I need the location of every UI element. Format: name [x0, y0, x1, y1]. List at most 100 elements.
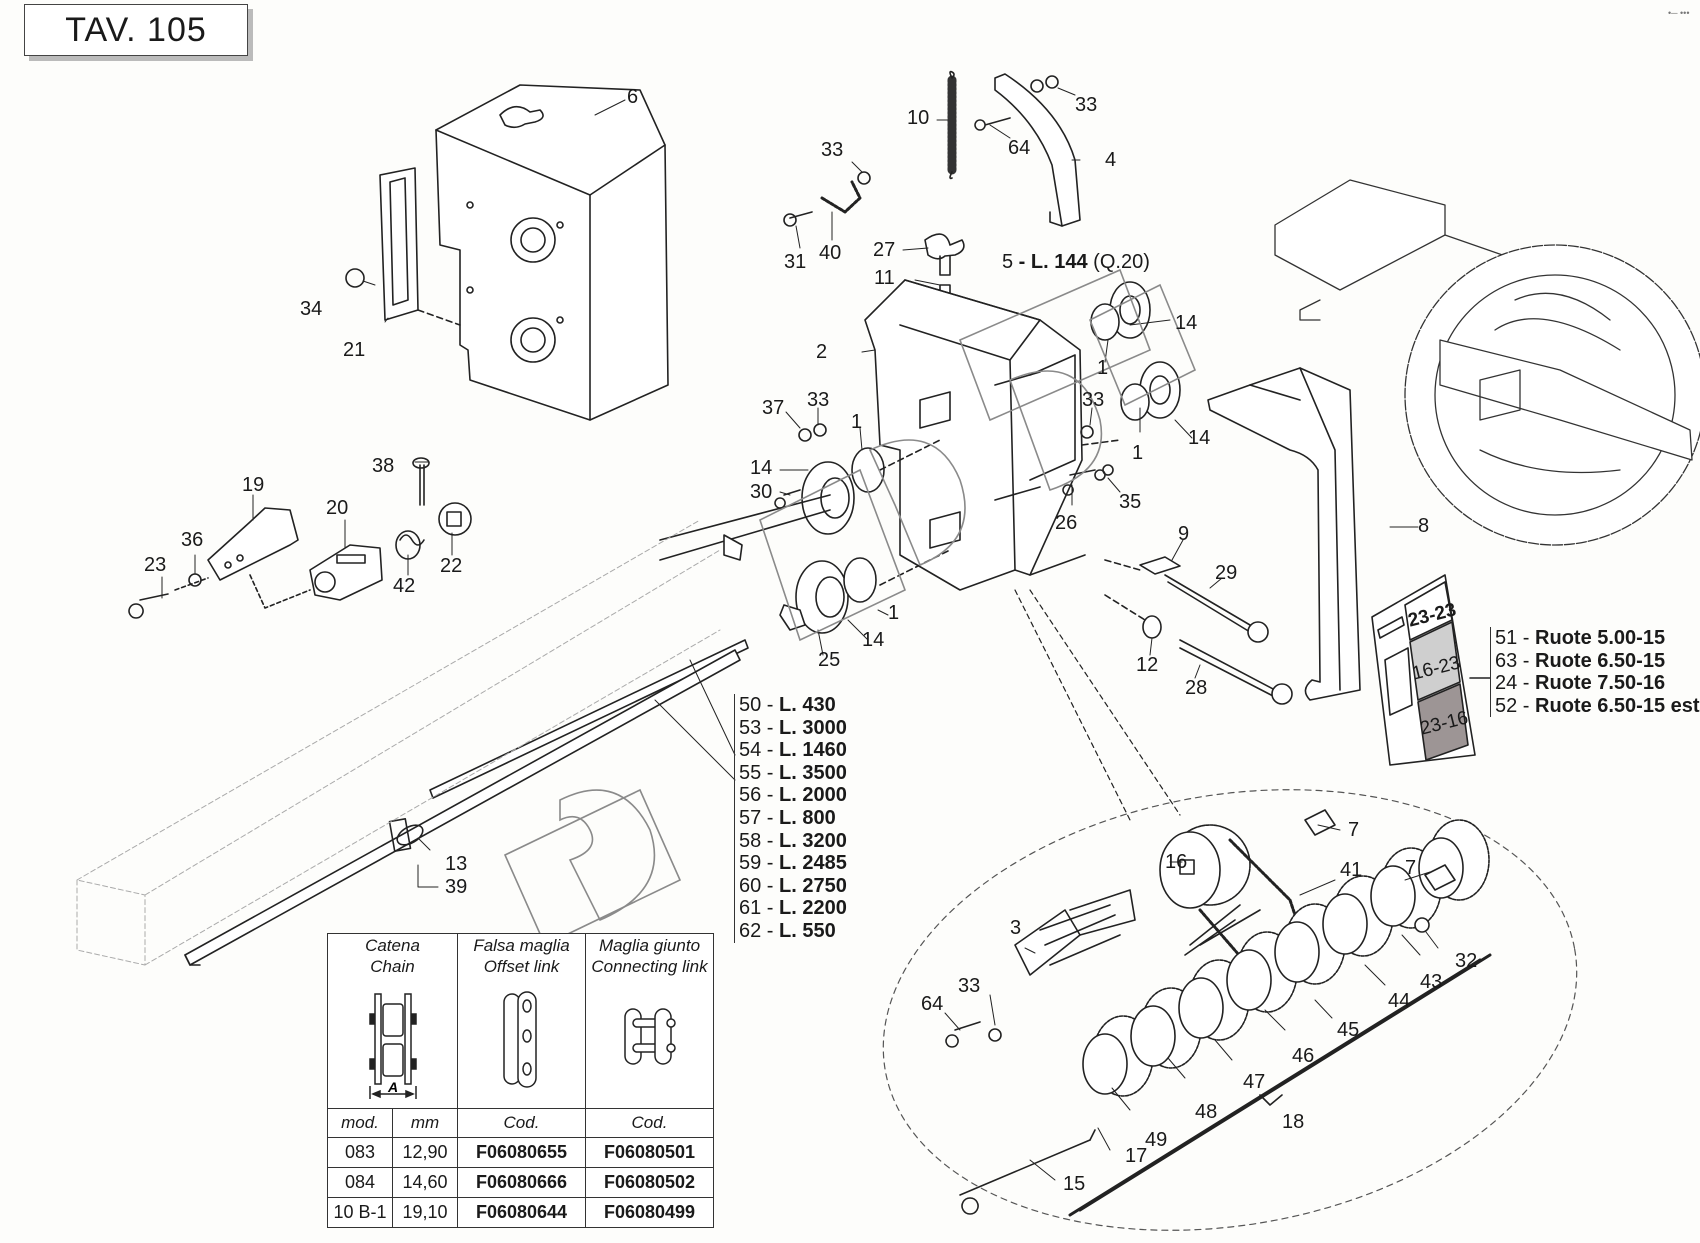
- subheader-mm: mm: [392, 1108, 458, 1138]
- callout-43: 43: [1420, 971, 1443, 993]
- header-offset-link-it: Falsa maglia: [473, 936, 570, 955]
- callout-14: 14: [1175, 312, 1198, 334]
- cell-mm: 19,10: [392, 1197, 458, 1228]
- wheel-part-number: 63: [1495, 649, 1518, 672]
- chain-codes-table: Catena Chain A Falsa maglia Offset: [327, 933, 714, 1228]
- callout-7: 7: [1405, 857, 1417, 879]
- sprocket-hub: [1274, 921, 1320, 983]
- callout-17: 17: [1125, 1145, 1148, 1167]
- callout-16: 16: [1165, 851, 1188, 873]
- shaft-length-item: 50 - L. 430: [739, 694, 847, 717]
- sprocket-hub: [1322, 893, 1368, 955]
- separator: -: [761, 694, 780, 716]
- shaft-length-value: L. 550: [779, 919, 836, 942]
- wheel-item: 51 - Ruote 5.00-15: [1495, 627, 1700, 650]
- cell-mm: 12,90: [392, 1137, 458, 1168]
- cell-offset-code: F06080655: [457, 1137, 586, 1168]
- flange-bearing-right-lower: [1120, 361, 1181, 421]
- callout-25: 25: [818, 649, 841, 671]
- sprocket-hub: [1130, 1005, 1176, 1067]
- separator: -: [1517, 627, 1536, 649]
- separator: -: [1517, 672, 1536, 695]
- chain-guard-part-8: [1207, 367, 1361, 701]
- shaft-length-part-number: 50: [739, 694, 762, 716]
- tension-spring-part-10: [947, 70, 957, 180]
- shaft-length-value: L. 2485: [779, 852, 847, 875]
- callout-29: 29: [1215, 562, 1238, 584]
- shaft-length-item: 53 - L. 3000: [739, 717, 847, 740]
- callout-33: 33: [807, 389, 830, 411]
- separator: -: [761, 829, 780, 852]
- wheel-value: Ruote 7.50-16: [1535, 672, 1666, 695]
- wheel-part-number: 24: [1495, 672, 1518, 695]
- shaft-note-sep: -: [1013, 251, 1031, 273]
- wheel-value: Ruote 5.00-15: [1535, 627, 1666, 649]
- cell-connecting-code: F06080499: [585, 1197, 714, 1228]
- separator: -: [1517, 649, 1536, 672]
- callout-64: 64: [1008, 137, 1031, 159]
- shaft-length-part-number: 55: [739, 761, 762, 784]
- gear-ratio-tag: [1371, 574, 1491, 766]
- header-connecting-link-it: Maglia giunto: [598, 936, 701, 955]
- callout-10: 10: [907, 107, 930, 129]
- cell-offset-code: F06080666: [457, 1167, 586, 1198]
- callout-19: 19: [242, 474, 265, 496]
- separator: -: [761, 716, 780, 739]
- callout-23: 23: [144, 554, 167, 576]
- sprocket-stack-detail: [945, 809, 1492, 1217]
- flange-bearing-right-upper: [1090, 281, 1151, 341]
- callout-15: 15: [1063, 1173, 1086, 1195]
- shaft-length-part-number: 56: [739, 784, 762, 807]
- gearbox-housing-part-6: [435, 84, 669, 421]
- callout-11: 11: [874, 267, 895, 289]
- cell-mod: 083: [327, 1137, 393, 1168]
- callout-33: 33: [958, 975, 981, 997]
- table-row: 083 12,90 F06080655 F06080501: [327, 1137, 714, 1168]
- callout-30: 30: [750, 481, 773, 503]
- callout-1: 1: [1132, 442, 1144, 464]
- header-offset-link: Falsa maglia Offset link: [457, 933, 586, 1109]
- shaft-length-value: L. 1460: [779, 739, 847, 762]
- callout-26: 26: [1055, 512, 1078, 534]
- chain-dimension-icon: A: [368, 993, 417, 1099]
- chain-table-subheader: mod. mm Cod. Cod.: [327, 1108, 714, 1138]
- header-offset-link-en: Offset link: [483, 957, 560, 976]
- sprocket-hub: [1178, 977, 1224, 1039]
- wheel-item: 52 - Ruote 6.50-15 est.: [1495, 695, 1700, 718]
- callout-4: 4: [1105, 149, 1117, 171]
- callout-9: 9: [1178, 523, 1190, 545]
- cell-mm: 14,60: [392, 1167, 458, 1198]
- shaft-length-item: 61 - L. 2200: [739, 897, 847, 920]
- callout-14: 14: [862, 629, 885, 651]
- separator: -: [761, 919, 780, 942]
- callout-47: 47: [1243, 1071, 1266, 1093]
- bracket-part-21: [379, 167, 461, 326]
- shaft-length-part-number: 62: [739, 919, 762, 942]
- watermark-logo: [503, 268, 1197, 947]
- shaft-length-item: 57 - L. 800: [739, 807, 847, 830]
- callout-18: 18: [1282, 1111, 1305, 1133]
- shaft-length-part-number: 53: [739, 716, 762, 739]
- separator: -: [761, 761, 780, 784]
- callout-14: 14: [1188, 427, 1211, 449]
- header-chain-en: Chain: [370, 957, 415, 976]
- shaft-length-value: L. 3500: [779, 761, 847, 784]
- callout-49: 49: [1145, 1129, 1168, 1151]
- header-chain: Catena Chain A: [327, 933, 458, 1109]
- shaft-note-part: 5: [1002, 251, 1014, 273]
- callout-13: 13: [445, 853, 468, 875]
- sprocket-hub: [1370, 865, 1416, 927]
- callout-39: 39: [445, 876, 468, 898]
- shaft-note-length: L. 144: [1030, 251, 1088, 273]
- shaft-length-value: L. 2200: [779, 897, 847, 920]
- shaft-length-value: L. 430: [779, 694, 836, 716]
- callout-1: 1: [1097, 357, 1109, 379]
- shaft-length-item: 60 - L. 2750: [739, 875, 847, 898]
- callout-46: 46: [1292, 1045, 1315, 1067]
- callout-31: 31: [784, 251, 807, 273]
- wheel-part-number: 51: [1495, 627, 1518, 649]
- separator: -: [761, 874, 780, 897]
- shaft-length-item: 56 - L. 2000: [739, 784, 847, 807]
- main-frame-part-2: [864, 279, 1086, 591]
